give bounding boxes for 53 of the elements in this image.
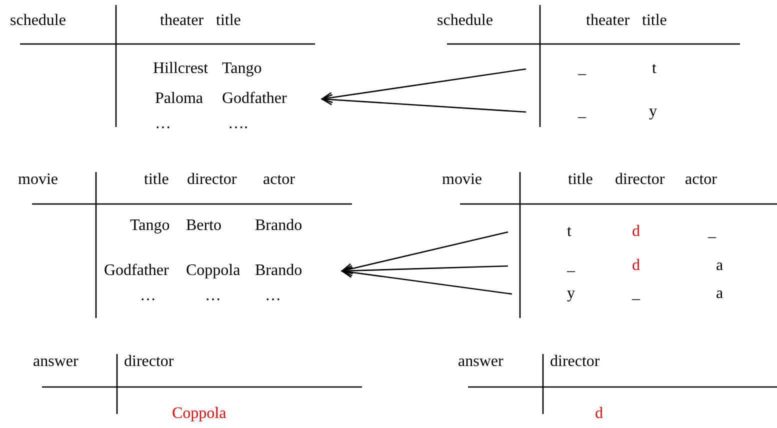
cell-value: d — [632, 256, 640, 276]
cell-value: Brando — [255, 261, 302, 281]
cell-value: Berto — [186, 216, 222, 236]
cell-value: y — [649, 102, 657, 122]
column-header: actor — [685, 170, 717, 190]
cell-value: _ — [567, 256, 575, 276]
cell-value: _ — [578, 59, 586, 79]
cell-value: Brando — [255, 216, 302, 236]
cell-value: Paloma — [155, 89, 203, 109]
table-name: movie — [18, 170, 58, 190]
cell-value: d — [595, 404, 603, 424]
cell-value: y — [567, 284, 575, 304]
cell-value: _ — [708, 222, 716, 242]
cell-value: Godfather — [104, 261, 169, 281]
cell-value: a — [716, 256, 724, 276]
column-header: title — [144, 170, 169, 190]
ellipsis: … — [265, 286, 281, 306]
arrow — [321, 94, 526, 113]
cell-value: _ — [578, 102, 586, 122]
column-header: director — [187, 170, 237, 190]
ellipsis: …. — [228, 114, 248, 134]
arrow — [341, 266, 512, 295]
column-header: theater — [586, 11, 630, 31]
cell-value: Tango — [130, 216, 170, 236]
arrow — [341, 265, 508, 276]
ellipsis: … — [205, 286, 221, 306]
column-header: actor — [263, 170, 295, 190]
column-header: director — [615, 170, 665, 190]
cell-value: _ — [632, 284, 640, 304]
cell-value: t — [567, 222, 572, 242]
cell-value: Godfather — [222, 89, 287, 109]
ellipsis: … — [140, 286, 156, 306]
cell-value: Tango — [222, 59, 262, 79]
column-header: director — [124, 352, 174, 372]
column-header: title — [568, 170, 593, 190]
table-name: answer — [33, 352, 78, 372]
cell-value: Coppola — [172, 404, 226, 424]
column-header: title — [216, 11, 241, 31]
column-header: theater — [160, 11, 204, 31]
ellipsis: … — [155, 114, 171, 134]
arrow — [321, 68, 526, 104]
column-header: title — [642, 11, 667, 31]
cell-value: a — [716, 284, 724, 304]
column-header: director — [550, 352, 600, 372]
table-name: answer — [458, 352, 504, 372]
cell-value: t — [652, 59, 656, 79]
cell-value: Hillcrest — [153, 59, 208, 79]
table-name: schedule — [10, 11, 66, 31]
cell-value: d — [632, 222, 640, 242]
table-name: movie — [442, 170, 482, 190]
table-name: schedule — [437, 11, 493, 31]
arrow — [341, 231, 508, 274]
cell-value: Coppola — [186, 261, 240, 281]
